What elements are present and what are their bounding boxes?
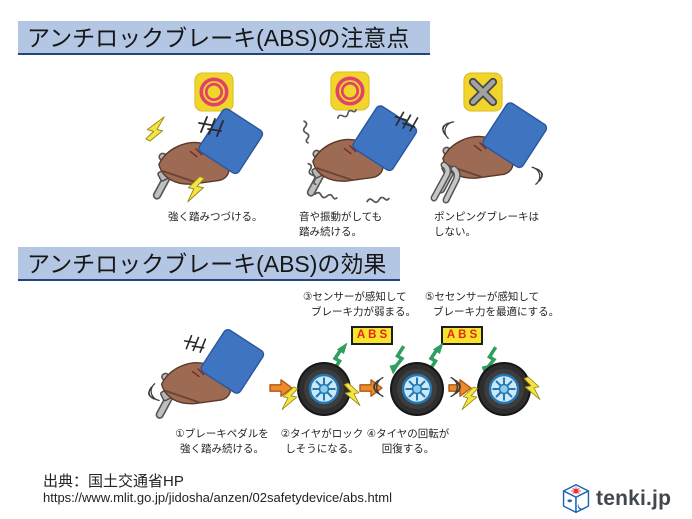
tenki-jp-wordmark: tenki.jp (596, 487, 672, 510)
effect-caption-step1: ①ブレーキペダルを 強く踏み続ける。 (156, 427, 288, 457)
effect-caption-step4: ④タイヤの回転が 回復する。 (356, 427, 460, 457)
caption-line: ②タイヤがロック (280, 428, 364, 440)
ok-circle-icon (193, 71, 235, 113)
caption-line: 強く踏み続ける。 (180, 443, 264, 456)
label-line: ブレーキ力が弱まる。 (311, 305, 416, 318)
pressure-marks-icon (198, 116, 224, 137)
lightning-bolt-icon (185, 174, 206, 205)
caption-line: しそうになる。 (285, 443, 359, 456)
vibration-squiggle-icon (365, 195, 391, 205)
caution-caption-1: 強く踏みつづける。 (168, 210, 263, 225)
tire-icon (388, 360, 446, 418)
caption-line: ①ブレーキペダルを (175, 428, 269, 440)
caution-caption-3: ポンピングブレーキは しない。 (434, 210, 539, 240)
abs-badge: ABS (351, 326, 393, 345)
pumping-pedal-marks-icon (430, 161, 461, 204)
caption-line: しない。 (434, 226, 476, 239)
label-line: ③センサーが感知して (303, 291, 407, 303)
caption-line: ポンピングブレーキは (434, 211, 539, 223)
caption-line: 踏み続ける。 (299, 226, 362, 239)
abs-badge: ABS (441, 326, 483, 345)
vibration-arcs-icon (450, 377, 461, 397)
caption-line: 回復する。 (381, 443, 435, 456)
vibration-marks-icon (393, 110, 419, 133)
caption-line: 強く踏みつづける。 (168, 211, 263, 223)
vibration-arcs-icon (373, 377, 384, 397)
caption-line: 音や振動がしても (299, 211, 383, 223)
source-url: https://www.mlit.go.jp/jidosha/anzen/02s… (43, 490, 393, 505)
caption-line: ④タイヤの回転が (366, 428, 450, 440)
effect-label-step3: ③センサーが感知して ブレーキ力が弱まる。 (303, 290, 416, 319)
pressure-marks-icon (183, 334, 207, 353)
effect-label-step5: ⑤セセンサーが感知して ブレーキ力を最適にする。 (425, 290, 559, 319)
section-header-effect: アンチロックブレーキ(ABS)の効果 (18, 247, 400, 281)
ok-circle-icon (329, 70, 371, 112)
tenki-jp-logo: tenki.jp (560, 483, 671, 515)
label-line: ブレーキ力を最適にする。 (433, 305, 560, 318)
section-header-caution: アンチロックブレーキ(ABS)の注意点 (18, 21, 430, 55)
caution-caption-2: 音や振動がしても 踏み続ける。 (299, 210, 382, 240)
source-attribution: 出典：国土交通省HP (43, 473, 184, 490)
label-line: ⑤セセンサーが感知して (425, 291, 540, 303)
tenki-cube-icon (562, 484, 590, 514)
effect-caption-step2: ②タイヤがロック しそうになる。 (270, 427, 374, 457)
